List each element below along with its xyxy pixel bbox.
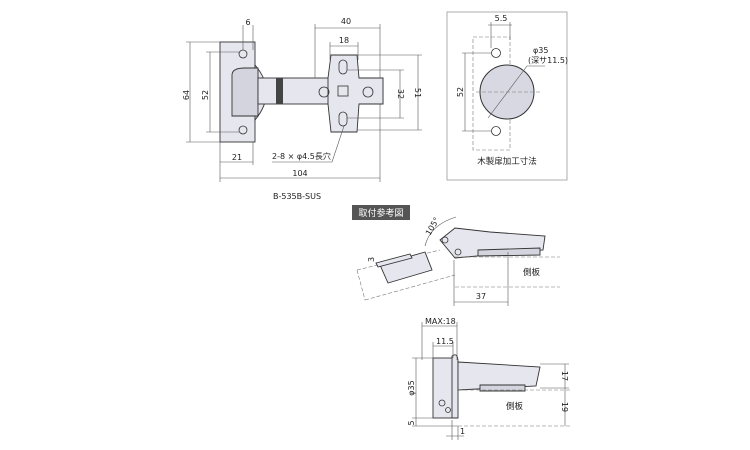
dim-1: 1 (460, 427, 465, 436)
slot-hole (338, 111, 348, 127)
dim-104: 104 (292, 169, 307, 178)
section-title: 取付参考図 (358, 207, 403, 219)
max-label: MAX:18 (425, 317, 456, 326)
side-panel-label: 側板 (523, 267, 541, 278)
screw-icon (362, 86, 374, 98)
dim-17: 17 (560, 371, 569, 381)
cutout-caption: 木製扉加工寸法 (477, 156, 537, 167)
dim-5-5: 5.5 (495, 14, 508, 23)
top-view: 64 52 6 40 18 32 51 21 104 2-8 × φ4.5長穴 … (182, 17, 422, 201)
dim-52: 52 (456, 87, 465, 97)
dim-6: 6 (245, 18, 250, 27)
adjust-block (337, 85, 349, 97)
mounting-plate (327, 54, 384, 133)
cup (231, 67, 259, 117)
dim-40: 40 (341, 17, 351, 26)
dim-19: 19 (560, 402, 569, 412)
dia-label: φ35 (533, 46, 548, 55)
dim-51: 51 (413, 88, 422, 98)
dim-64: 64 (182, 90, 191, 100)
slot-hole (338, 59, 348, 75)
install-reference: 取付参考図 105° 3 37 側板 MAX:18 11.5 φ35 5 側板 (352, 205, 570, 440)
dim-11-5: 11.5 (436, 337, 454, 346)
hinge-pin (276, 78, 283, 104)
model-number: B-535B-SUS (273, 192, 321, 201)
angle-label: 105° (424, 216, 441, 237)
dim-18: 18 (339, 36, 349, 45)
depth-label: (深サ11.5) (528, 56, 568, 65)
dim-5: 5 (407, 420, 416, 425)
dia-label-2: φ35 (407, 380, 416, 395)
hole-note: 2-8 × φ4.5長穴 (272, 151, 331, 161)
dim-32: 32 (396, 89, 405, 99)
dim-52: 52 (201, 90, 210, 100)
dim-37: 37 (476, 292, 486, 301)
side-panel-label-2: 側板 (506, 401, 524, 412)
section-label-bg (352, 205, 410, 220)
dim-21: 21 (232, 153, 242, 162)
dim-3: 3 (367, 257, 376, 262)
door-cutout-view: 5.5 52 φ35 (深サ11.5) 木製扉加工寸法 (446, 11, 568, 181)
screw-hole (238, 125, 248, 135)
screw-icon (318, 86, 330, 98)
